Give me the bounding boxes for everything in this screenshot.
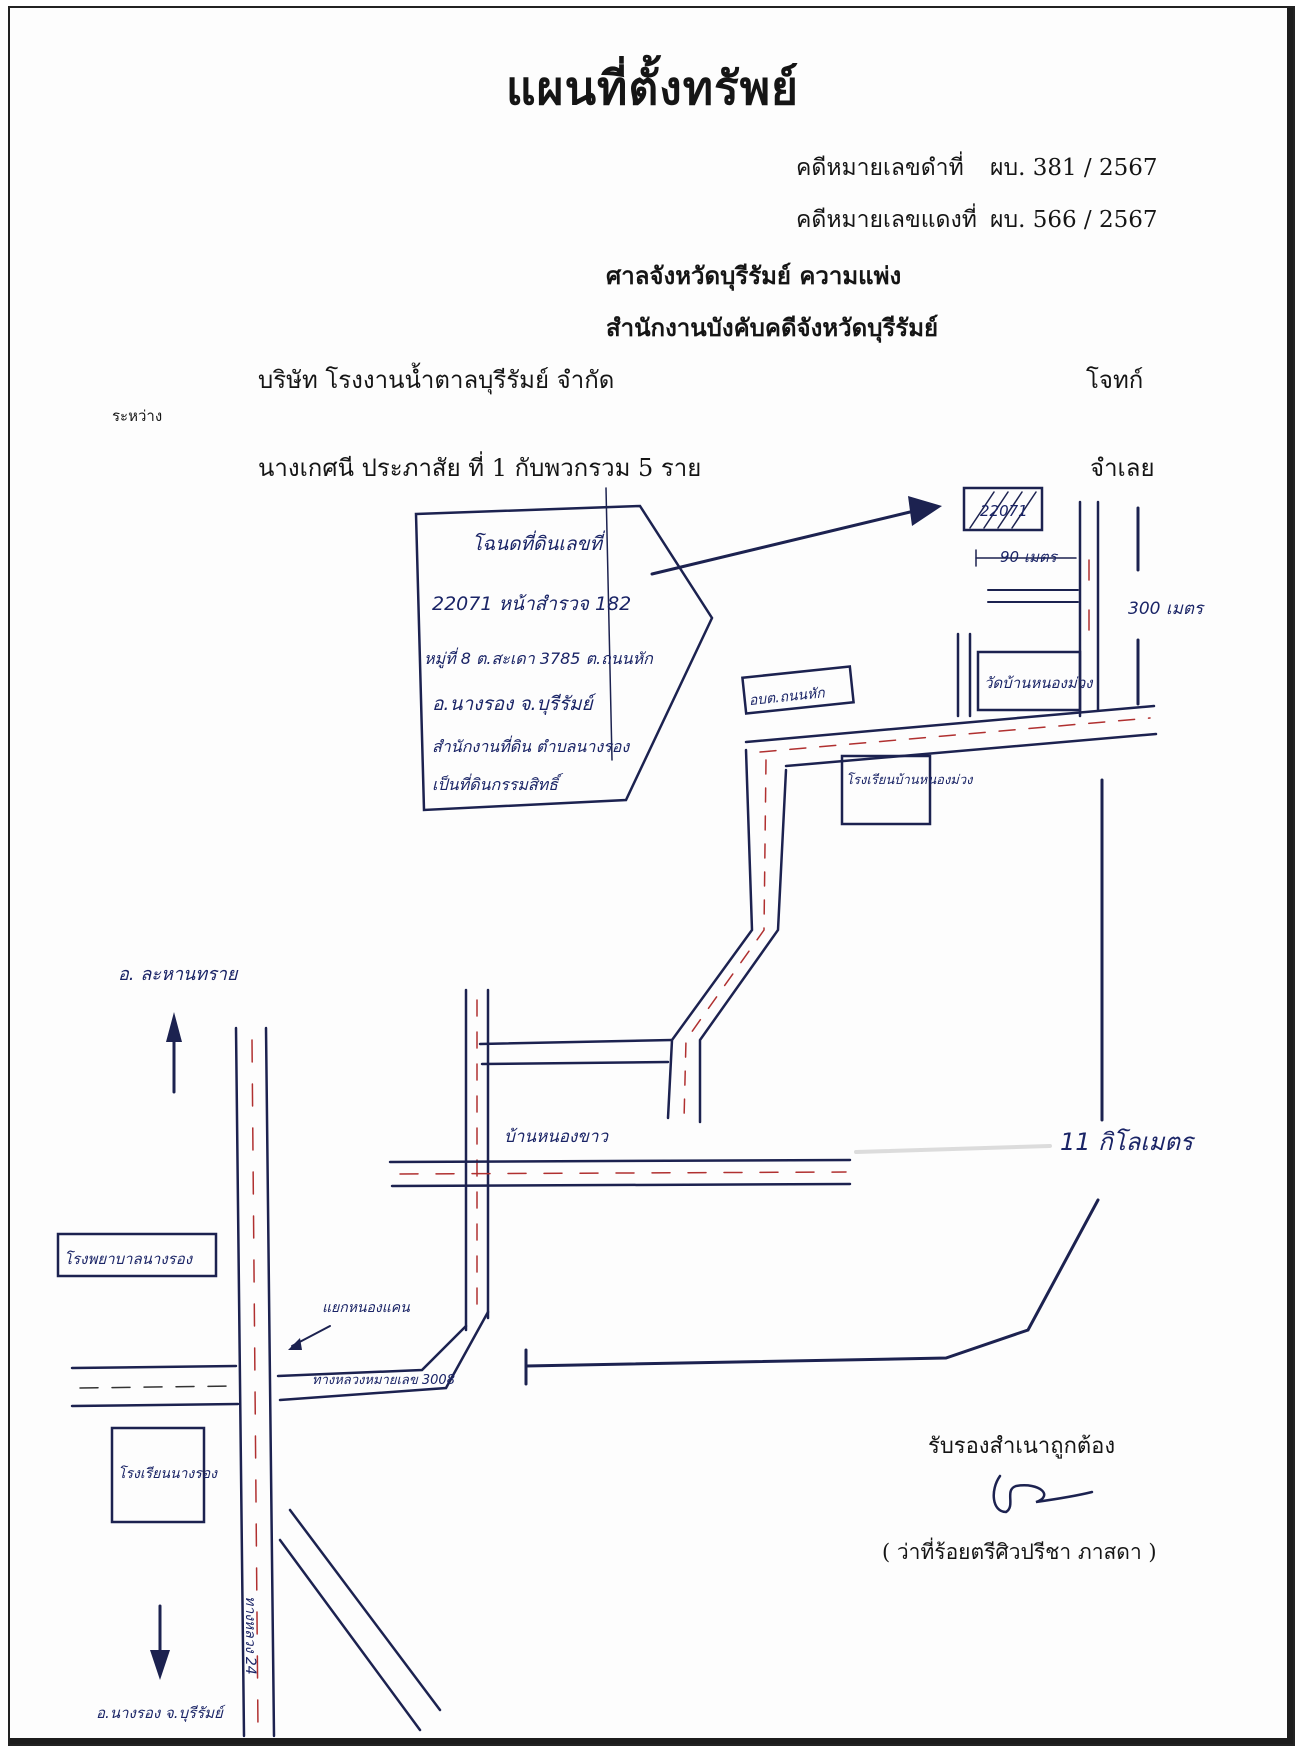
certifier-name: ( ว่าที่ร้อยตรีศิวปรีชา ภาสดา ) — [882, 1540, 1157, 1564]
upper-road-north — [744, 704, 1156, 744]
parcel-label: 22071 — [980, 502, 1028, 520]
parcel-hatching — [969, 491, 1037, 529]
page-edge-right — [1287, 8, 1293, 1744]
document-title: แผนที่ตั้งทรัพย์ — [505, 61, 799, 115]
property-note-box — [414, 504, 714, 812]
main-road-south — [390, 1182, 852, 1188]
parcel-box — [962, 486, 1044, 532]
junction-label: แยกหนองแคน — [322, 1300, 410, 1316]
highway-east — [264, 1026, 276, 1738]
court-name: ศาลจังหวัดบุรีรัมย์ ความแพ่ง — [606, 261, 902, 290]
pointer-arrowhead — [908, 496, 942, 526]
diagonal-road-south — [278, 1538, 422, 1732]
west-box — [56, 1232, 218, 1278]
note-line-1: โฉนดที่ดินเลขที่ — [472, 530, 606, 555]
certification-label: รับรองสำเนาถูกต้อง — [928, 1434, 1116, 1459]
document-page — [8, 6, 1295, 1746]
defendant-role: จำเลย — [1090, 454, 1155, 482]
enforcement-office: สำนักงานบังคับคดีจังหวัดบุรีรัมย์ — [606, 313, 939, 342]
note-line-2: 22071 หน้าสำรวจ 182 — [432, 593, 631, 615]
school-box-lower — [110, 1426, 206, 1524]
red-case-label: คดีหมายเลขแดงที่ — [796, 207, 977, 233]
temple-label: วัดบ้านหนองม่วง — [984, 674, 1094, 692]
page-edge-bottom — [10, 1738, 1293, 1744]
note-line-5: สำนักงานที่ดิน ตำบลนางรอง — [432, 735, 630, 756]
route-label: ทางหลวงหมายเลข 3008 — [312, 1373, 455, 1388]
winding-road-west — [666, 748, 754, 1120]
sao-office-box — [741, 665, 855, 715]
between-label: ระหว่าง — [112, 407, 163, 425]
red-case-number: ผบ. 566 / 2567 — [990, 207, 1158, 233]
west-box-label: โรงพยาบาลนางรอง — [64, 1250, 194, 1268]
west-road-north — [70, 1364, 238, 1370]
distance-km-label: 11 กิโลเมตร — [1060, 1128, 1196, 1156]
highway-west — [234, 1026, 246, 1738]
winding-road-east — [698, 768, 788, 1124]
south-town-label: อ.นางรอง จ.บุรีรัมย์ — [96, 1704, 226, 1722]
note-line-3: หมู่ที่ 8 ต.สะเดา 3785 ต.ถนนหัก — [424, 647, 654, 669]
note-line-6: เป็นที่ดินกรรมสิทธิ์ — [432, 773, 564, 794]
main-road-north — [388, 1158, 852, 1164]
diagonal-road-north — [288, 1508, 442, 1712]
school-box-upper — [840, 754, 932, 826]
village-label: บ้านหนองขาว — [504, 1127, 609, 1147]
distance-line-curve — [524, 1198, 1100, 1368]
plaintiff-role: โจทก์ — [1086, 366, 1144, 394]
route-3008-south — [278, 1310, 490, 1402]
route-3008-north — [276, 1324, 468, 1378]
school-upper-label: โรงเรียนบ้านหนองม่วง — [846, 772, 974, 788]
school-lower-label: โรงเรียนนางรอง — [118, 1465, 218, 1482]
west-road-south — [70, 1402, 240, 1408]
distance-300-label: 300 เมตร — [1128, 599, 1205, 619]
note-box-line — [605, 487, 613, 761]
note-line-4: อ.นางรอง จ.บุรีรัมย์ — [432, 693, 597, 715]
defendant-name: นางเกศนี ประภาสัย ที่ 1 กับพวกรวม 5 ราย — [258, 454, 702, 482]
signature — [992, 1474, 1094, 1514]
black-case-number: ผบ. 381 / 2567 — [990, 155, 1158, 181]
temple-box — [976, 650, 1082, 712]
upper-road-south — [784, 732, 1158, 768]
highway-24-label: ทางหลวง 24 — [242, 1596, 258, 1675]
north-town-label: อ. ละหานทราย — [118, 964, 239, 985]
black-case-label: คดีหมายเลขดำที่ — [796, 155, 964, 181]
pointer-arrow — [650, 510, 912, 576]
plaintiff-name: บริษัท โรงงานน้ำตาลบุรีรัมย์ จำกัด — [258, 366, 615, 394]
distance-90-label: 90 เมตร — [1000, 548, 1059, 566]
